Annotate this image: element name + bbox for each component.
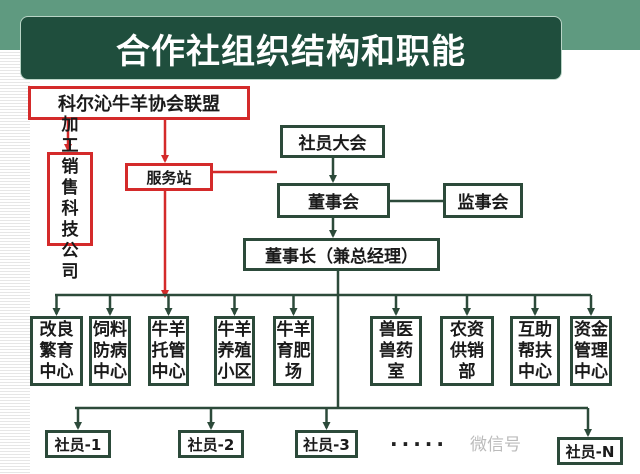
company-box: 加工销售科技公司 <box>47 115 93 282</box>
department-box: 牛羊育肥场 <box>273 316 314 386</box>
watermark: 微信号 <box>470 435 521 455</box>
department-box: 互助帮扶中心 <box>510 316 560 386</box>
chairman-box: 董事长（兼总经理） <box>243 238 440 271</box>
member-box: 社员-3 <box>295 430 358 458</box>
member-box: 社员-2 <box>178 430 244 458</box>
alliance-box: 科尔沁牛羊协会联盟 <box>28 86 250 120</box>
department-box: 农资供销部 <box>440 316 494 386</box>
page-title: 合作社组织结构和职能 <box>20 16 562 80</box>
department-box: 牛羊养殖小区 <box>214 316 255 386</box>
side-stripes <box>0 50 30 474</box>
department-box: 资金管理中心 <box>570 316 612 386</box>
general-assembly-box: 社员大会 <box>280 125 385 158</box>
member-box: 社员-N <box>557 437 623 465</box>
ellipsis: ····· <box>390 432 448 456</box>
department-box: 饲料防病中心 <box>89 316 131 386</box>
service-station-box: 服务站 <box>125 163 213 191</box>
department-box: 兽医兽药室 <box>370 316 422 386</box>
department-box: 改良繁育中心 <box>30 316 83 386</box>
department-box: 牛羊托管中心 <box>148 316 189 386</box>
member-box: 社员-1 <box>45 430 111 458</box>
supervisory-board-box: 监事会 <box>443 183 523 218</box>
board-box: 董事会 <box>277 183 390 218</box>
